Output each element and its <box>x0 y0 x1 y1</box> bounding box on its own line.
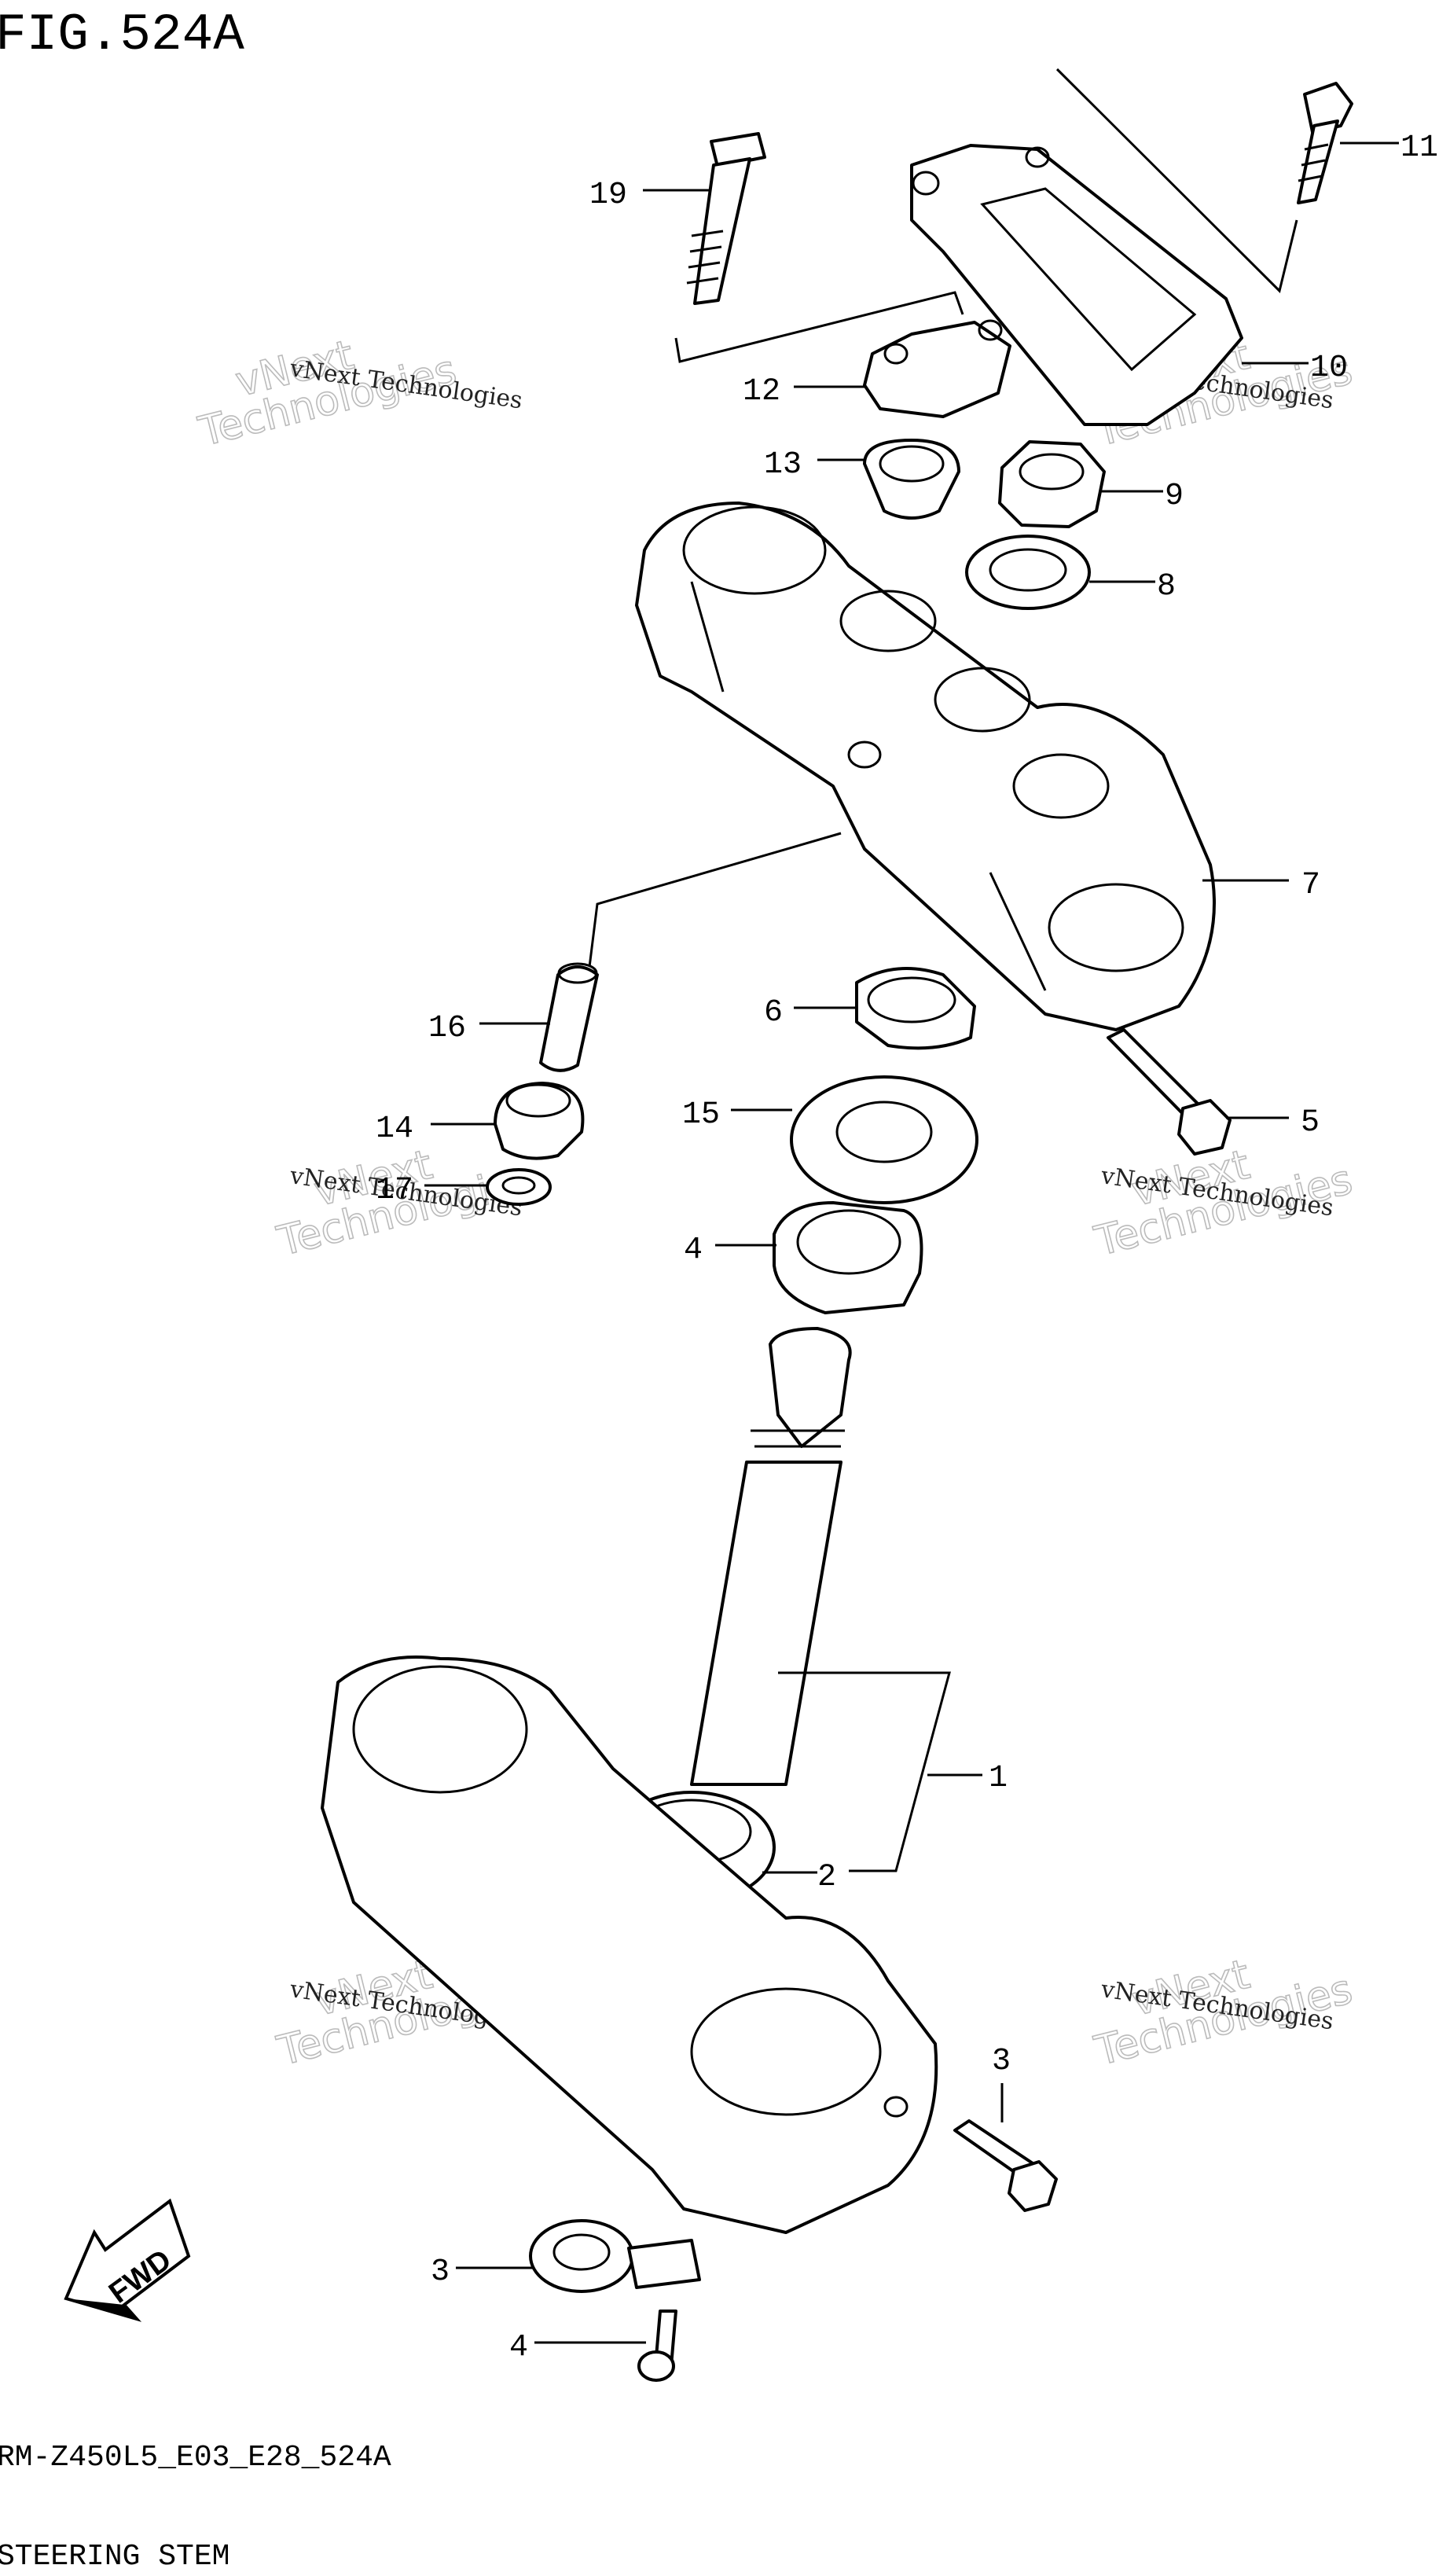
svg-text:1: 1 <box>989 1761 1008 1796</box>
fwd-arrow-icon: FWD <box>64 2198 191 2322</box>
svg-text:16: 16 <box>428 1011 466 1046</box>
callout-19: 17 <box>376 1173 487 1208</box>
nut-7 <box>855 967 976 1050</box>
svg-text:4: 4 <box>684 1233 703 1268</box>
washer-10 <box>965 535 1091 610</box>
svg-text:13: 13 <box>764 447 802 483</box>
svg-text:3: 3 <box>431 2254 450 2290</box>
callout-13: 11 <box>1340 130 1438 166</box>
assembly-line <box>588 832 842 968</box>
svg-text:10: 10 <box>1310 351 1348 386</box>
svg-text:12: 12 <box>743 374 780 410</box>
assembly-line <box>1055 68 1298 293</box>
bolt-9 <box>1107 1028 1232 1156</box>
figure-code: RM-Z450L5_E03_E28_524A <box>0 2441 391 2475</box>
callout-12: 10 <box>1242 351 1348 386</box>
figure-name: STEERING STEM <box>0 2540 229 2574</box>
svg-text:7: 7 <box>1301 868 1320 903</box>
assembly-line <box>674 291 964 363</box>
callout-4: 4 <box>509 2330 646 2365</box>
callout-14: 12 <box>743 374 865 410</box>
svg-text:3: 3 <box>992 2044 1011 2079</box>
callout-16: 15 <box>682 1097 792 1133</box>
nut-11 <box>998 440 1106 528</box>
callout-15-upper: 13 <box>764 447 865 483</box>
seal-16 <box>790 1075 978 1204</box>
svg-text:14: 14 <box>376 1112 413 1147</box>
bolt-4 <box>637 2310 677 2382</box>
svg-text:17: 17 <box>376 1173 413 1208</box>
svg-text:8: 8 <box>1157 569 1176 604</box>
svg-text:2: 2 <box>817 1860 836 1895</box>
figure-title: FIG.524A <box>0 6 244 64</box>
callout-18: 16 <box>428 1011 550 1046</box>
svg-text:19: 19 <box>589 178 627 213</box>
callout-7: 6 <box>764 995 857 1031</box>
svg-text:5: 5 <box>1301 1105 1320 1141</box>
steering-stem-1 <box>690 1327 852 1786</box>
callout-15-lower: 14 <box>376 1112 495 1147</box>
pin-18 <box>539 962 599 1072</box>
callout-9: 5 <box>1226 1105 1320 1141</box>
callout-2: 2 <box>762 1860 836 1895</box>
callout-5: 3 <box>992 2044 1011 2122</box>
bolt-17 <box>686 132 766 305</box>
cap-15-upper <box>863 439 960 520</box>
svg-text:4: 4 <box>509 2330 528 2365</box>
svg-text:11: 11 <box>1400 130 1438 166</box>
upper-bracket-8 <box>635 502 1216 1031</box>
bolt-13 <box>1297 82 1353 204</box>
callout-8: 7 <box>1202 868 1320 903</box>
svg-text:6: 6 <box>764 995 783 1031</box>
callout-10: 8 <box>1089 569 1176 604</box>
svg-text:9: 9 <box>1165 479 1184 514</box>
callout-3: 3 <box>431 2254 534 2290</box>
bolt-5 <box>953 2119 1058 2212</box>
callout-17: 19 <box>589 178 711 213</box>
bearing-6 <box>773 1201 923 1314</box>
callout-1: 1 <box>778 1671 1008 1872</box>
handlebar-holder-12 <box>910 144 1243 426</box>
lower-bracket <box>321 1655 938 2234</box>
hose-clamp-3 <box>529 2219 701 2293</box>
svg-text:15: 15 <box>682 1097 720 1133</box>
cap-15-lower <box>494 1082 585 1160</box>
clamp-14 <box>863 319 1011 418</box>
callout-11: 9 <box>1100 479 1184 514</box>
callout-6: 4 <box>684 1233 776 1268</box>
grommet-19 <box>486 1168 552 1206</box>
